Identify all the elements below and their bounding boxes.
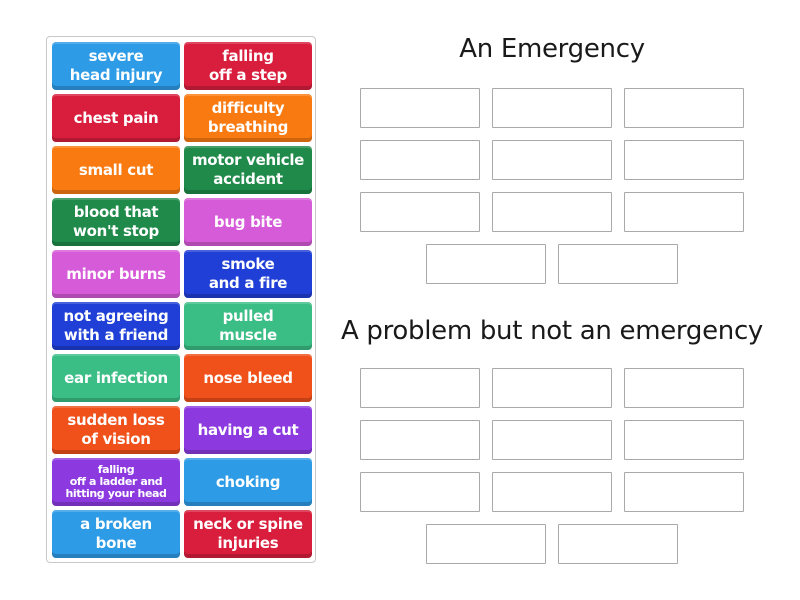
drop-slot-emergency[interactable] bbox=[360, 192, 480, 232]
draggable-card[interactable]: difficulty breathing bbox=[184, 94, 312, 142]
draggable-card[interactable]: smoke and a fire bbox=[184, 250, 312, 298]
draggable-card[interactable]: a broken bone bbox=[52, 510, 180, 558]
drop-slot-not-emergency[interactable] bbox=[624, 368, 744, 408]
draggable-card[interactable]: not agreeing with a friend bbox=[52, 302, 180, 350]
drop-slot-not-emergency[interactable] bbox=[360, 420, 480, 460]
draggable-card[interactable]: motor vehicle accident bbox=[184, 146, 312, 194]
drop-slot-emergency[interactable] bbox=[558, 244, 678, 284]
draggable-card[interactable]: having a cut bbox=[184, 406, 312, 454]
drop-slot-not-emergency[interactable] bbox=[558, 524, 678, 564]
drop-slot-not-emergency[interactable] bbox=[492, 472, 612, 512]
group-title-emergency: An Emergency bbox=[459, 34, 645, 64]
drop-slot-not-emergency[interactable] bbox=[624, 472, 744, 512]
draggable-card[interactable]: ear infection bbox=[52, 354, 180, 402]
draggable-card[interactable]: falling off a step bbox=[184, 42, 312, 90]
drop-slot-not-emergency[interactable] bbox=[360, 472, 480, 512]
drop-slot-emergency[interactable] bbox=[624, 140, 744, 180]
draggable-card[interactable]: blood that won't stop bbox=[52, 198, 180, 246]
draggable-card[interactable]: neck or spine injuries bbox=[184, 510, 312, 558]
draggable-card[interactable]: sudden loss of vision bbox=[52, 406, 180, 454]
draggable-card[interactable]: falling off a ladder and hitting your he… bbox=[52, 458, 180, 506]
group-title-not-emergency: A problem but not an emergency bbox=[340, 316, 764, 346]
drop-slot-emergency[interactable] bbox=[624, 88, 744, 128]
draggable-card[interactable]: severe head injury bbox=[52, 42, 180, 90]
draggable-card[interactable]: chest pain bbox=[52, 94, 180, 142]
draggable-card[interactable]: pulled muscle bbox=[184, 302, 312, 350]
drop-slot-emergency[interactable] bbox=[360, 88, 480, 128]
drop-slot-emergency[interactable] bbox=[426, 244, 546, 284]
drop-slot-not-emergency[interactable] bbox=[360, 368, 480, 408]
drop-slot-not-emergency[interactable] bbox=[492, 368, 612, 408]
draggable-card[interactable]: minor burns bbox=[52, 250, 180, 298]
drop-slot-not-emergency[interactable] bbox=[426, 524, 546, 564]
drop-slot-emergency[interactable] bbox=[492, 192, 612, 232]
drop-slot-emergency[interactable] bbox=[360, 140, 480, 180]
drop-slot-emergency[interactable] bbox=[624, 192, 744, 232]
drop-slot-emergency[interactable] bbox=[492, 140, 612, 180]
draggable-card[interactable]: bug bite bbox=[184, 198, 312, 246]
drop-slot-not-emergency[interactable] bbox=[624, 420, 744, 460]
draggable-card[interactable]: small cut bbox=[52, 146, 180, 194]
drop-slot-emergency[interactable] bbox=[492, 88, 612, 128]
drop-slot-not-emergency[interactable] bbox=[492, 420, 612, 460]
draggable-card[interactable]: nose bleed bbox=[184, 354, 312, 402]
draggable-card[interactable]: choking bbox=[184, 458, 312, 506]
